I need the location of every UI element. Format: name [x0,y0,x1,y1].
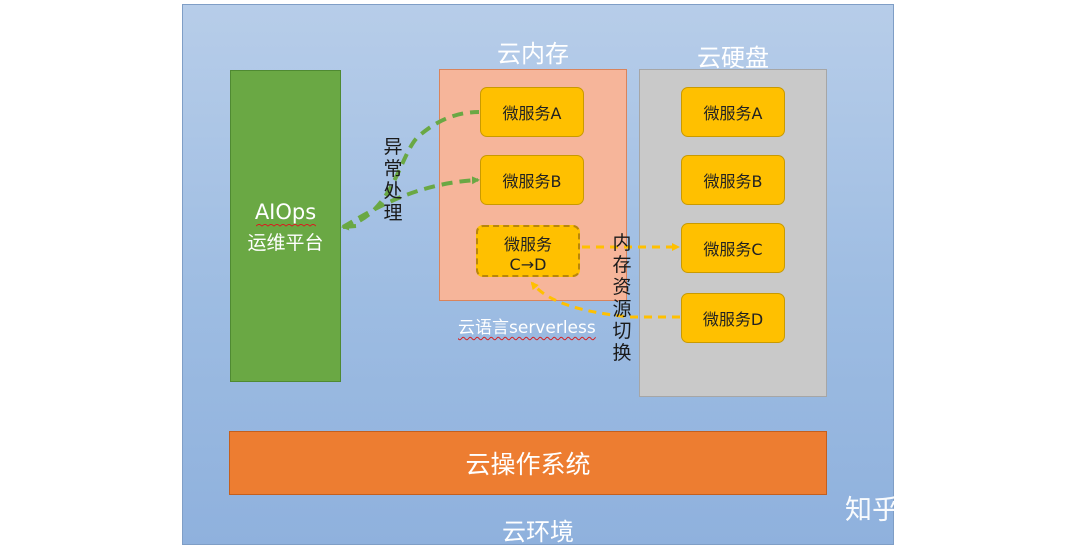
cloud-os-bar: 云操作系统 [229,431,827,495]
cloud-memory-label: 云内存 [497,40,569,68]
memory-switch-label: 内存资源切换 [612,232,632,364]
cloud-environment-label: 云环境 [502,518,574,546]
switching-service-transition: C→D [509,255,547,274]
serverless-label: 云语言serverless [458,313,596,338]
disk-service-c: 微服务C [681,223,785,273]
memory-service-a: 微服务A [480,87,584,137]
memory-service-b: 微服务B [480,155,584,205]
switching-service-name: 微服务 [503,235,552,254]
exception-arrow-to-a [342,110,480,229]
disk-service-b: 微服务B [681,155,785,205]
disk-service-d: 微服务D [681,293,785,343]
memory-service-c-to-d: 微服务 C→D [476,225,580,277]
exception-handling-label: 异常处理 [383,136,403,224]
aiops-title: AIOps [254,200,317,224]
aiops-subtitle: 运维平台 [247,232,324,254]
disk-service-a: 微服务A [681,87,785,137]
cloud-disk-label: 云硬盘 [697,44,769,72]
zhihu-watermark: 知乎 @Xin He [845,495,1024,526]
spellcheck-underline [256,224,316,227]
serverless-text: 云语言serverless [458,318,596,338]
memory-switch-arrow-from-d [530,281,680,319]
